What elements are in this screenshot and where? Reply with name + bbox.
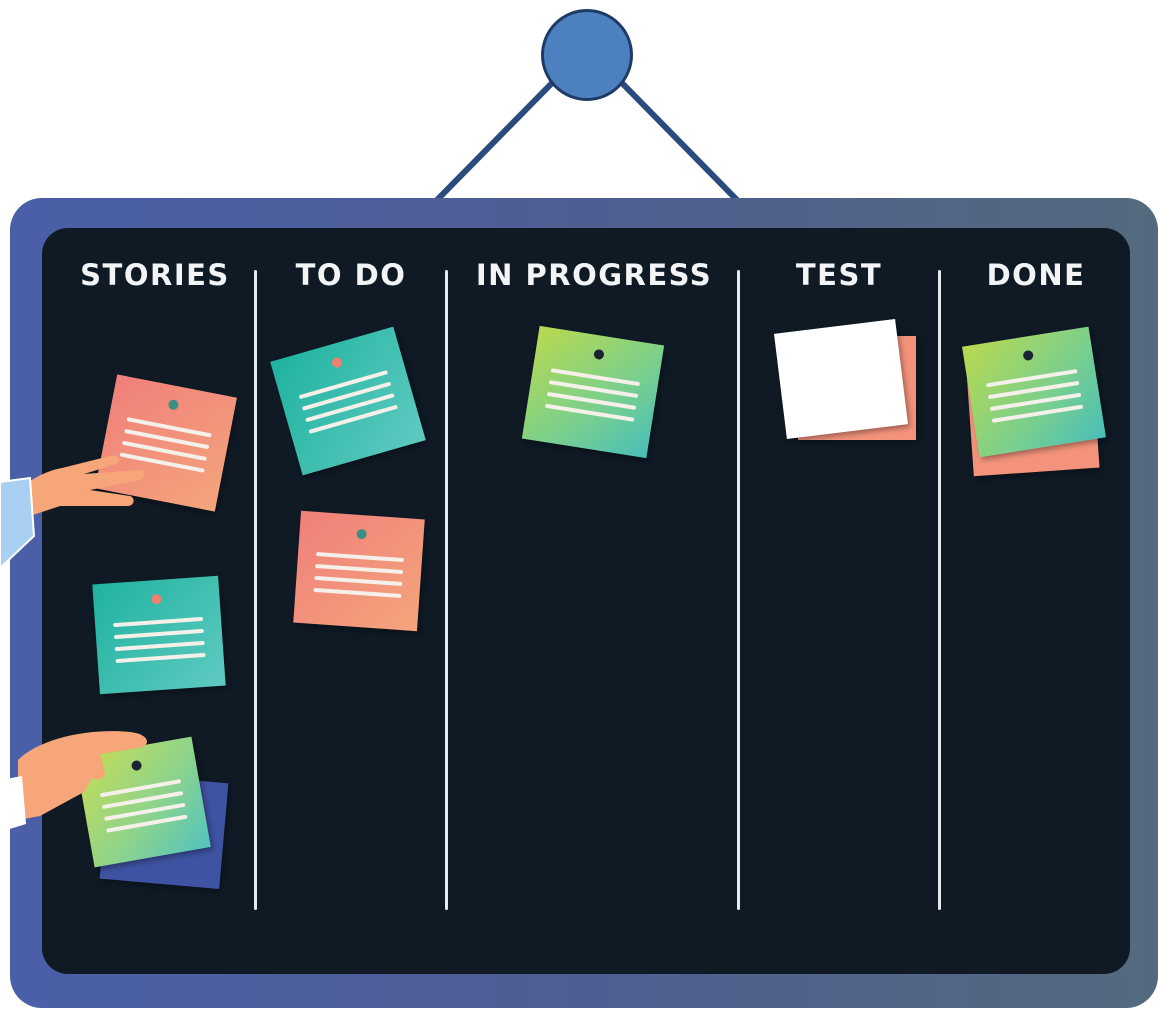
hand-icon xyxy=(0,455,145,570)
sticky-note-icon[interactable] xyxy=(293,510,425,632)
column-header-done: DONE xyxy=(986,258,1086,292)
sticky-note-icon[interactable] xyxy=(962,326,1106,458)
note-text-lines xyxy=(298,370,401,441)
note-pin-icon xyxy=(1022,349,1034,362)
note-pin-icon xyxy=(356,528,367,540)
hanger-pin-icon xyxy=(541,9,633,101)
column-divider xyxy=(737,270,740,910)
note-text-lines xyxy=(986,369,1084,431)
hand-icon xyxy=(0,731,148,832)
note-text-lines xyxy=(544,368,641,429)
sticky-note-icon[interactable] xyxy=(92,575,226,695)
hanger-string xyxy=(434,79,740,203)
column-header-in-progress: IN PROGRESS xyxy=(475,258,713,292)
column-header-test: TEST xyxy=(795,258,883,292)
sticky-note-icon[interactable] xyxy=(773,318,909,440)
sticky-note-icon[interactable] xyxy=(521,325,665,459)
column-divider xyxy=(445,270,448,910)
note-pin-icon xyxy=(593,348,605,361)
note-pin-icon xyxy=(330,356,344,369)
note-pin-icon xyxy=(167,398,180,411)
note-text-lines xyxy=(313,551,405,606)
column-divider xyxy=(938,270,941,910)
note-pin-icon xyxy=(151,593,162,605)
note-text-lines xyxy=(113,616,206,671)
column-header-todo: TO DO xyxy=(295,258,407,292)
column-divider xyxy=(254,270,257,910)
column-header-stories: STORIES xyxy=(80,258,230,292)
